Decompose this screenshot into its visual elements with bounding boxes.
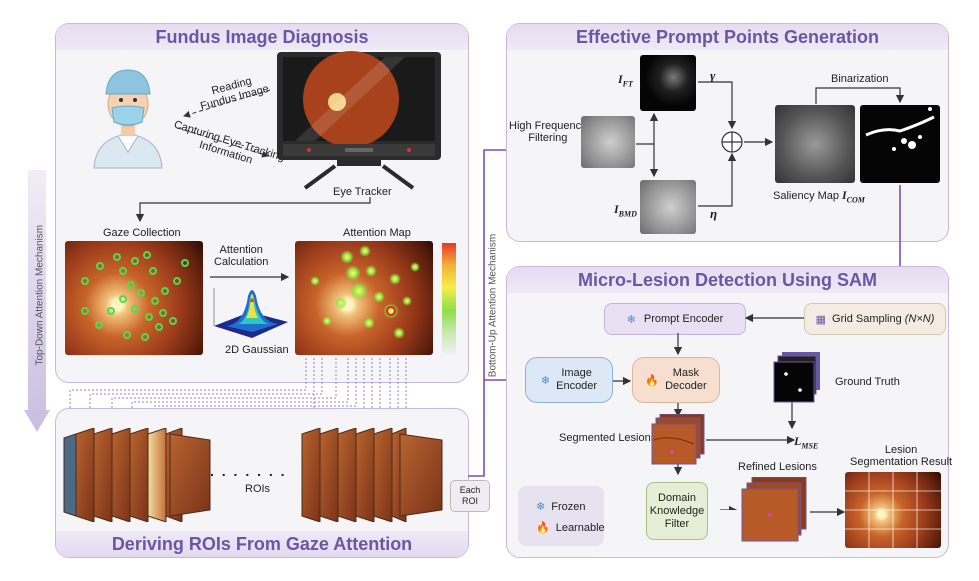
roi-stack-right [301,428,443,522]
roi-stack-left [63,428,211,522]
ground-truth-stack [773,352,820,403]
saliency-map-label: Saliency Map [773,190,840,202]
hf-input-image [581,116,635,168]
ground-truth-label: Ground Truth [835,376,900,388]
rois-title: Deriving ROIs From Gaze Attention [56,531,468,557]
gaze-collection-image [65,241,203,355]
tracker-to-gaze-connector [135,197,371,223]
grid-sampling-box: ▦Grid Sampling(N×N) [804,303,946,335]
attention-blobs-overlay [310,245,420,339]
attention-colorbar [442,243,456,355]
grid-icon: ▦ [815,313,827,326]
flame-icon: 🔥 [645,374,660,387]
frozen-icon: ❄ [626,313,636,326]
refined-lesions-stack [741,477,807,542]
binarized-pattern [865,107,935,151]
legend-frozen: ❄Frozen [536,501,586,513]
segmentation-grid [845,472,941,548]
refined-lesions-label: Refined Lesions [738,461,817,473]
gaze-collection-label: Gaze Collection [103,227,181,239]
gamma-label: γ [710,68,716,83]
fusion-arrows [636,81,774,207]
legend-learnable: 🔥Learnable [536,522,605,534]
i-ft-image [640,55,696,111]
gaussian-plot [213,288,288,338]
roi-ellipsis: . . . . . . . [210,463,287,479]
eta-label: η [710,206,718,221]
sam-title: Micro-Lesion Detection Using SAM [507,267,948,293]
topdown-label: Top-Down Attention Mechanism [34,224,46,366]
i-bmd-label: IBMD [614,202,637,219]
gaze-points-overlay [81,251,189,341]
attention-map-label: Attention Map [343,227,411,239]
doctor-icon [93,69,163,169]
attention-calc-arrow [210,272,290,282]
i-ft-label: IFT [618,72,633,89]
topdown-arrow [24,170,50,432]
eye-tracker-label: Eye Tracker [333,186,392,198]
i-com-label: ICOM [842,188,865,205]
binarization-arrow [815,87,905,104]
legend-box [518,486,604,546]
segmented-lesions-label: Segmented Lesions [559,432,657,444]
saliency-map-image [775,105,855,183]
i-bmd-image [640,180,696,234]
binarization-label: Binarization [831,73,889,85]
fundus-diagnosis-title: Fundus Image Diagnosis [56,24,468,50]
frozen-icon: ❄ [540,374,551,387]
sam-flow-arrows [612,313,804,510]
eye-tracker-monitor [277,51,441,190]
reading-capturing-arrows [177,89,271,158]
prompt-encoder-box: ❄Prompt Encoder [604,303,746,335]
segmented-lesions-stack [651,414,705,465]
frozen-icon: ❄ [536,501,546,513]
refined-to-result-arrow [810,507,846,517]
gaussian-label: 2D Gaussian [225,344,289,356]
flame-icon: 🔥 [536,522,550,534]
binarized-image [860,105,940,183]
prompt-generation-title: Effective Prompt Points Generation [507,24,948,50]
l-mse-label: LMSE [794,434,819,451]
rois-label: ROIs [245,483,271,495]
